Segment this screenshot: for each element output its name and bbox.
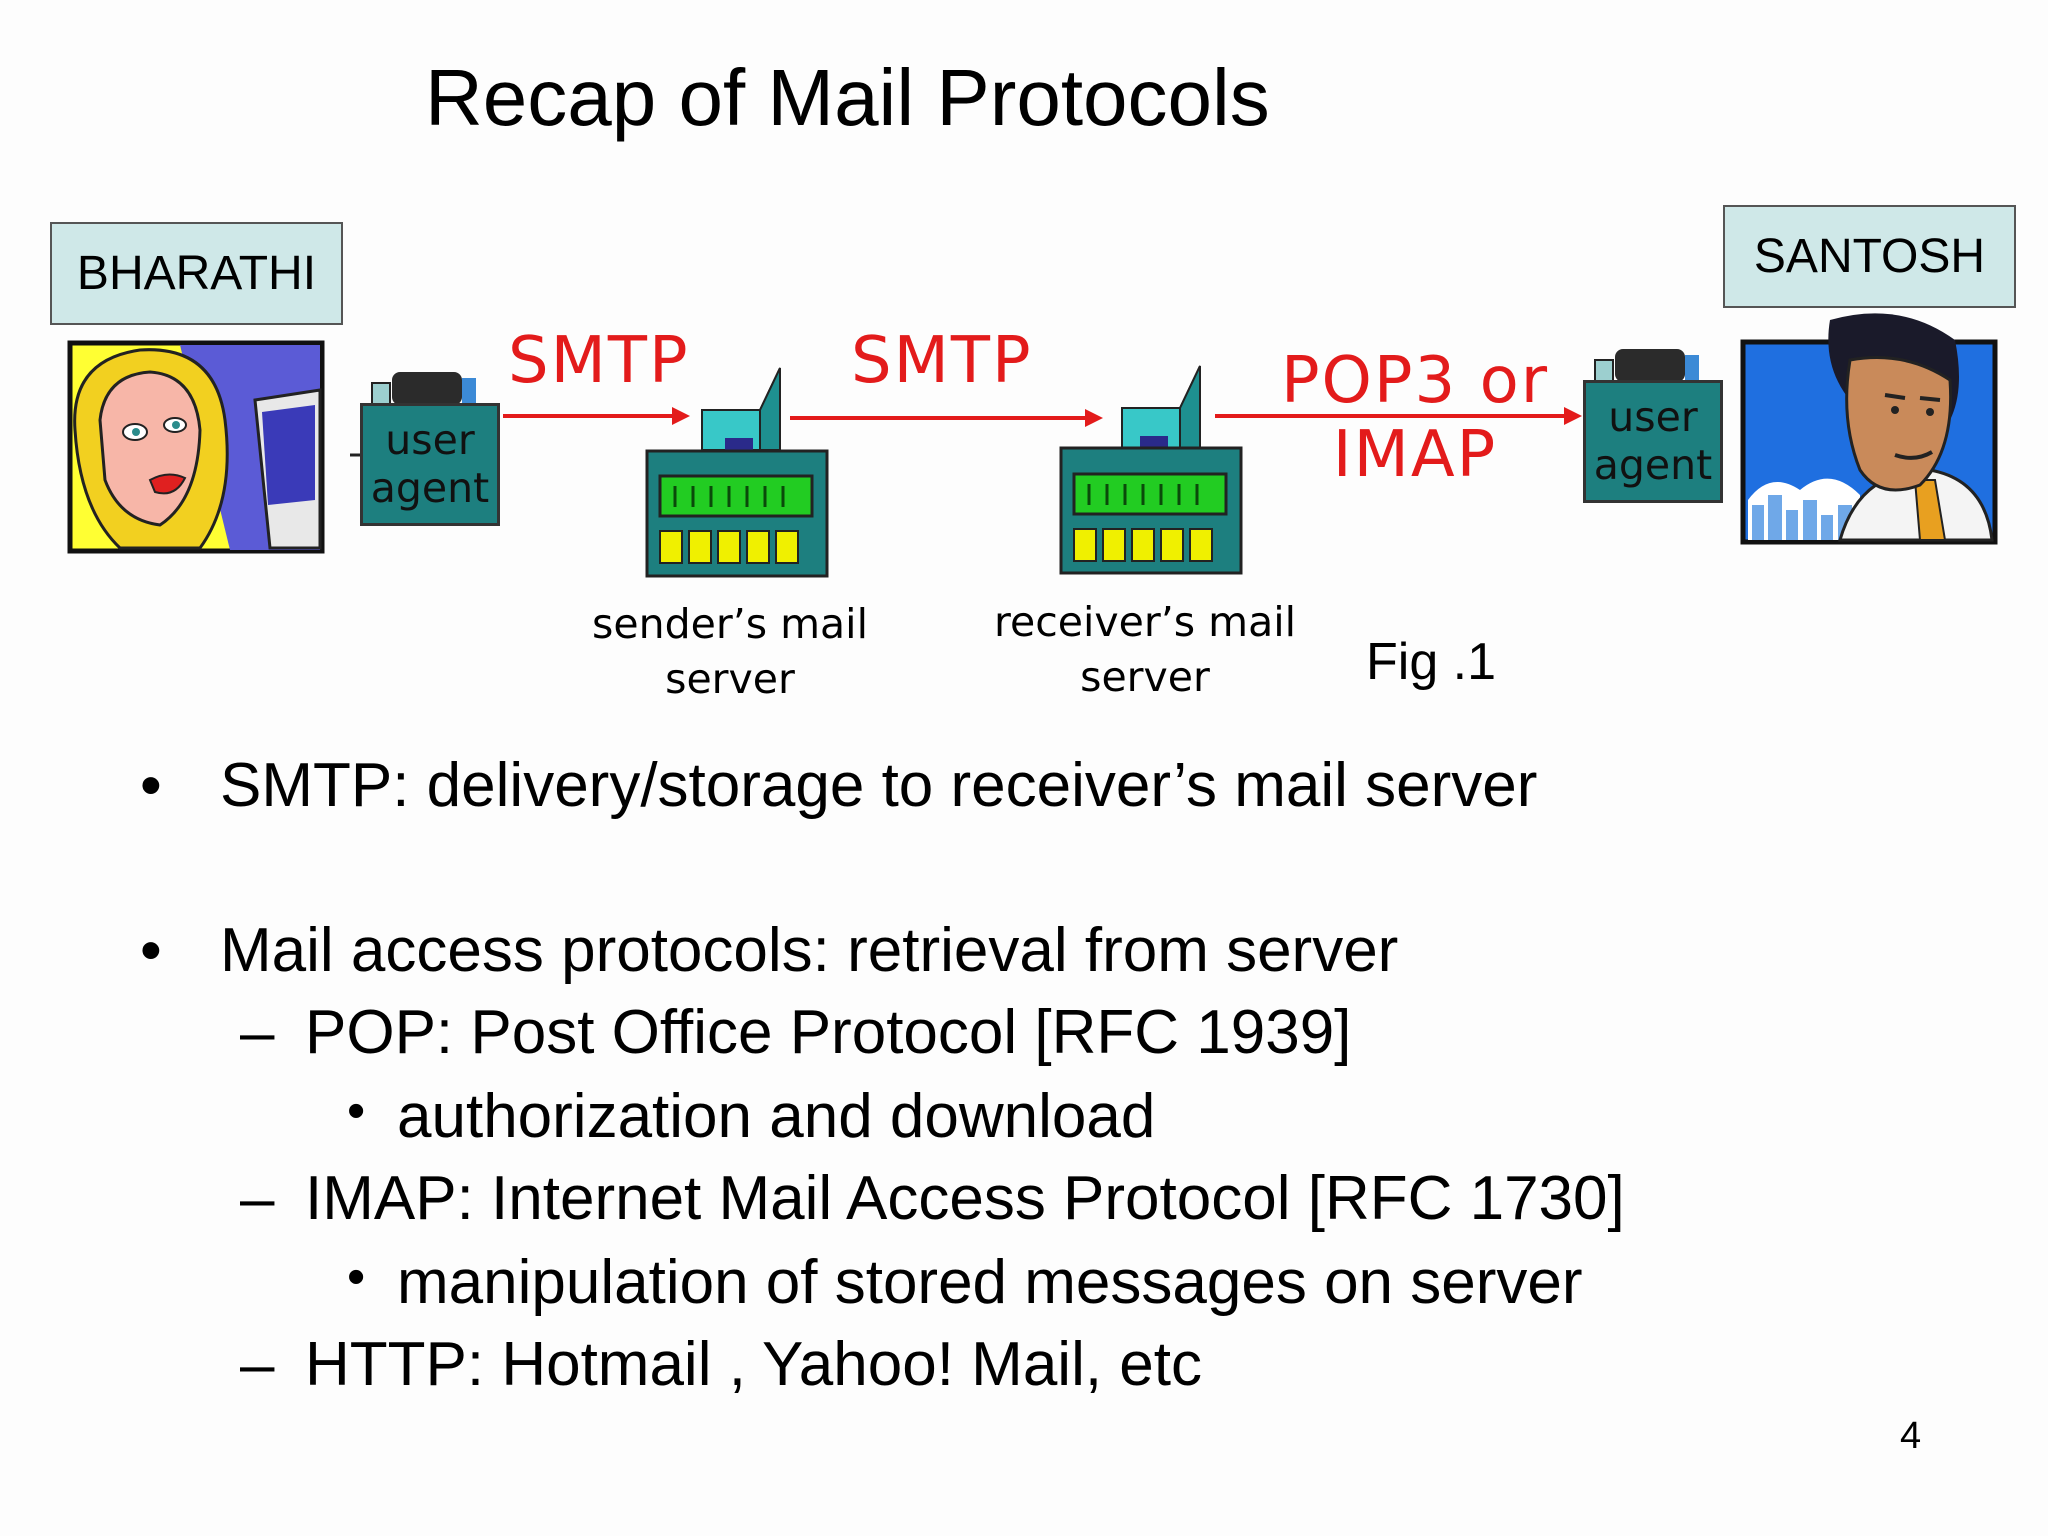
bullet-text: SMTP: delivery/storage to receiver’s mai… — [220, 751, 1538, 820]
bullet-marker: • — [347, 1248, 366, 1306]
dash-marker: – — [240, 1330, 275, 1399]
protocol-label-pop3-imap: POP3 or IMAP — [1270, 344, 1560, 492]
figure-label: Fig .1 — [1366, 633, 1497, 691]
caption-line: receiver’s mail — [994, 598, 1296, 646]
mail-server-icon — [1059, 365, 1243, 575]
dash-marker: – — [240, 998, 275, 1067]
receiver-server-caption: receiver’s mail server — [975, 595, 1315, 706]
caption-line: server — [665, 655, 795, 704]
mail-flow-diagram — [67, 313, 1998, 578]
receiver-name-label: SANTOSH — [1723, 205, 2016, 308]
caption-line: server — [1080, 653, 1210, 702]
protocol-label-smtp-sender: SMTP — [508, 324, 690, 398]
protocol-label-smtp-relay: SMTP — [851, 324, 1033, 398]
bullet-marker: • — [140, 916, 162, 985]
user-agent-label: user — [385, 416, 475, 465]
bullet-text: HTTP: Hotmail , Yahoo! Mail, etc — [305, 1330, 1203, 1399]
man-portrait-icon — [1740, 313, 1998, 545]
bullet-text: authorization and download — [397, 1082, 1156, 1151]
dash-marker: – — [240, 1164, 275, 1233]
bullet-text: IMAP: Internet Mail Access Protocol [RFC… — [305, 1164, 1625, 1233]
user-agent-label: agent — [1593, 440, 1713, 489]
bullet-marker: • — [140, 751, 162, 820]
mail-server-icon — [645, 367, 829, 578]
sender-name-label: BHARATHI — [50, 222, 343, 325]
sender-user-agent: user agent — [360, 403, 500, 526]
bullet-text: manipulation of stored messages on serve… — [397, 1248, 1583, 1317]
computer-monitor-icon — [1594, 349, 1699, 383]
bullet-marker: • — [347, 1082, 366, 1140]
bullet-text: Mail access protocols: retrieval from se… — [220, 916, 1399, 985]
bullet-text: POP: Post Office Protocol [RFC 1939] — [305, 998, 1352, 1067]
computer-monitor-icon — [371, 372, 476, 406]
page-number: 4 — [1900, 1415, 1922, 1457]
protocol-line: POP3 or — [1280, 344, 1550, 418]
protocol-line: IMAP — [1332, 417, 1498, 492]
sender-server-caption: sender’s mail server — [580, 597, 880, 708]
receiver-user-agent: user agent — [1583, 380, 1723, 503]
user-agent-label: user — [1608, 393, 1698, 442]
slide-title: Recap of Mail Protocols — [425, 53, 1270, 142]
woman-at-computer-icon — [67, 340, 325, 554]
caption-line: sender’s mail — [592, 600, 868, 648]
user-agent-label: agent — [370, 463, 490, 512]
